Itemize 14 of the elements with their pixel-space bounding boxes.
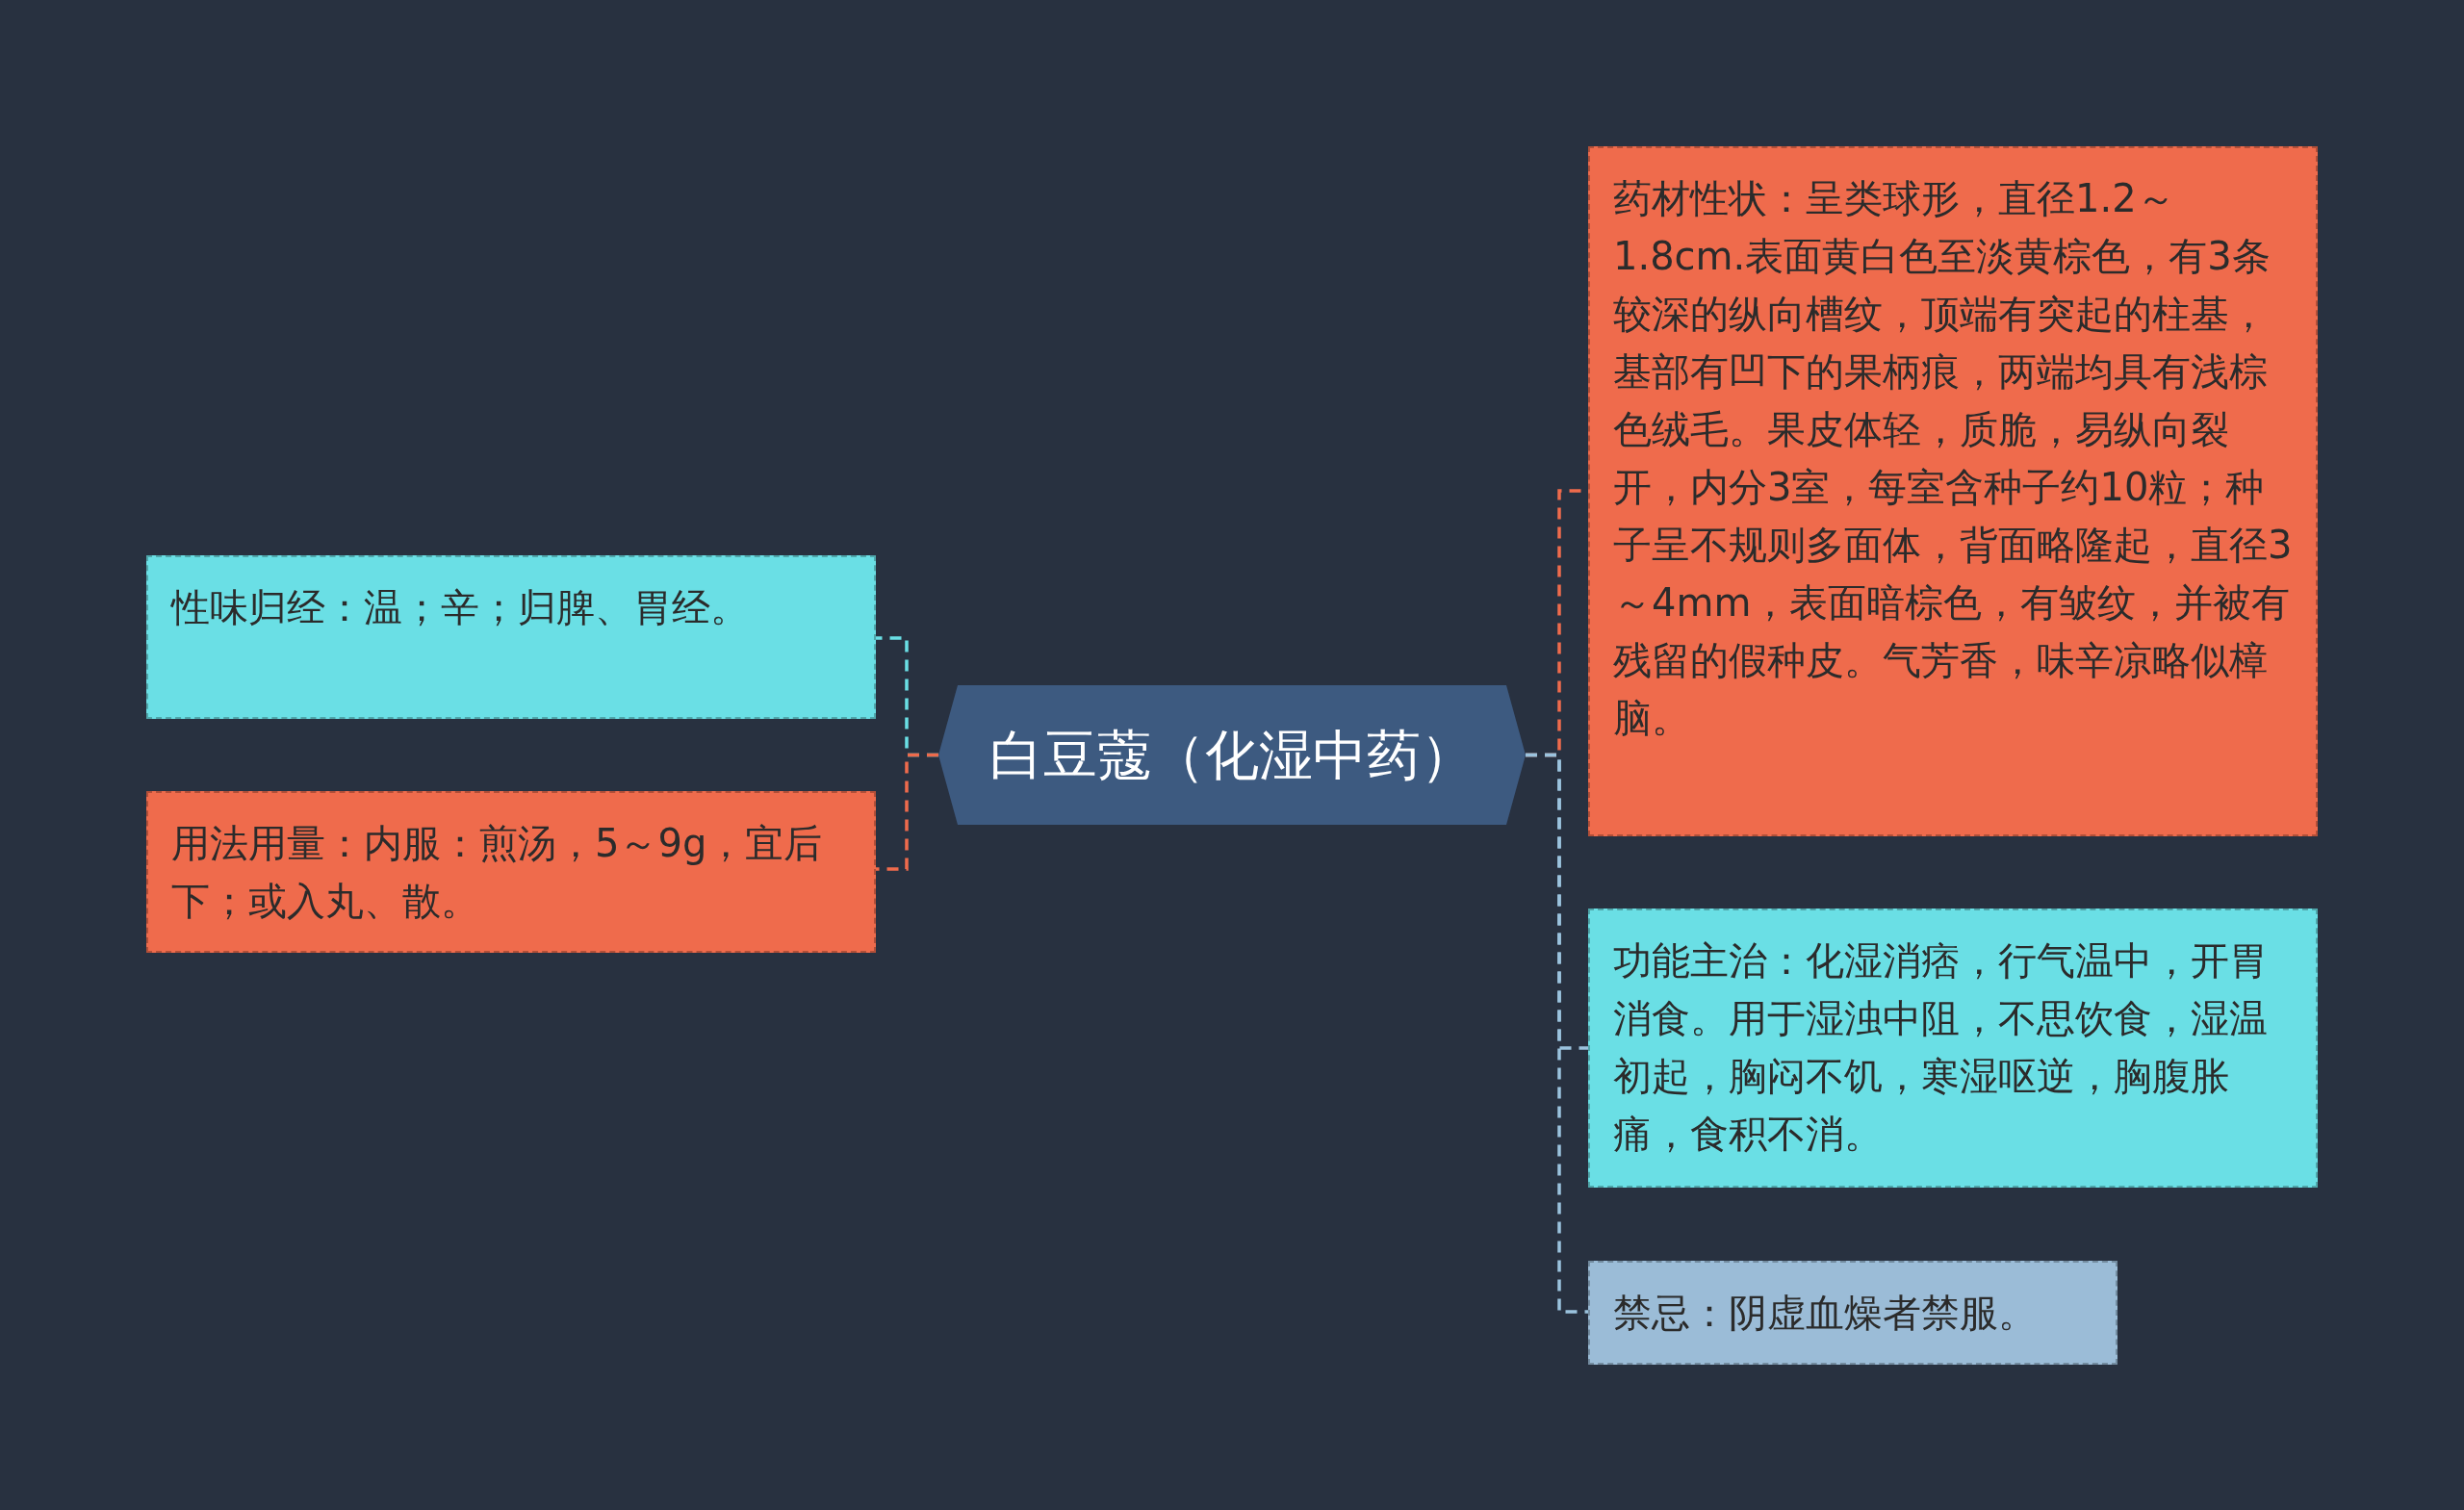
box-text: 药材性状：呈类球形，直径1.2～1.8cm.表面黄白色至淡黄棕色，有3条较深的纵向槽纹，顶端有突起的柱基，基部有凹下的果柄痕，两端均具有浅棕色绒毛。果皮体轻，质脆，易纵向裂开，内分3室，每室含种子约10粒；种子呈不规则多面体，背面略隆起，直径3～4mm，表面暗棕色，有皱纹，并被有残留的假种皮。气芳香，味辛凉略似樟脑。	[1613, 175, 2294, 742]
box-text: 用法用量：内服：煎汤，5～9g，宜后下；或入丸、散。	[171, 820, 824, 925]
box-text: 功能主治：化湿消痞，行气温中，开胃消食。用于湿浊中阻，不思饮食，湿温初起，胸闷不饥，寒湿呕逆，胸腹胀痛，食积不消。	[1613, 937, 2269, 1158]
connector-line	[1526, 753, 1588, 1314]
connector-line	[876, 753, 938, 871]
info-box	[1588, 909, 2318, 1188]
info-box	[146, 555, 876, 719]
box-text: 禁忌：阴虚血燥者禁服。	[1613, 1290, 2038, 1337]
info-box	[1588, 1261, 2118, 1365]
info-box	[1588, 146, 2318, 836]
info-box	[146, 791, 876, 953]
topic-node	[938, 685, 1526, 825]
box-text: 性味归经：温；辛；归脾、胃经。	[171, 584, 750, 631]
topic-text: 白豆蔻（化湿中药）	[989, 722, 1475, 788]
